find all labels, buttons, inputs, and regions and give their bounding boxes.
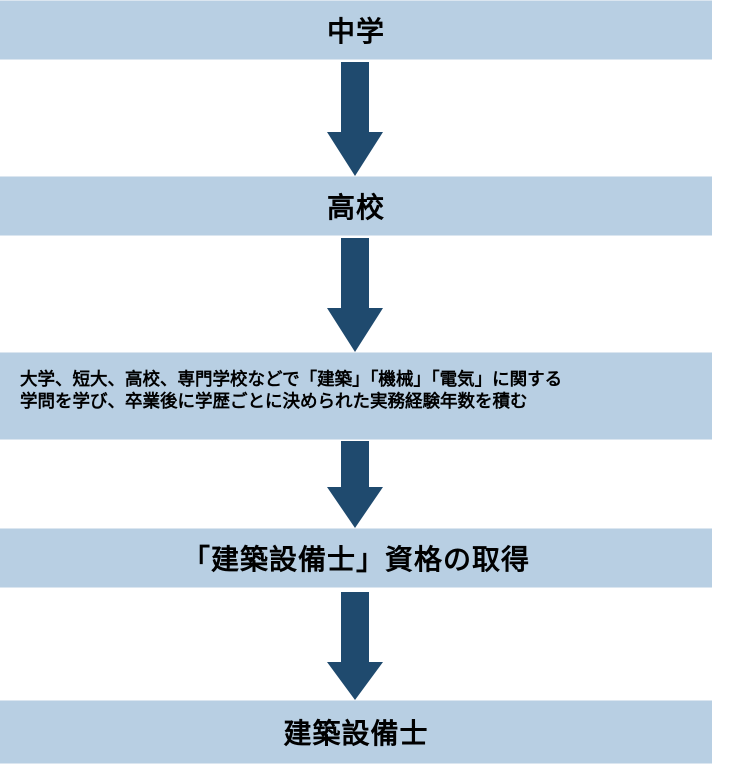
step-label: 中学 <box>326 15 385 48</box>
down-arrow-icon <box>327 592 383 700</box>
down-arrow-icon <box>327 238 383 352</box>
step-label: 高校 <box>326 191 385 224</box>
step-education-experience: 大学、短大、高校、専門学校などで「建築」「機械」「電気」に関する 学問を学び、卒… <box>0 352 712 440</box>
step-building-equipment-engineer: 建築設備士 <box>0 700 712 764</box>
down-arrow-icon <box>327 441 383 528</box>
step-high-school: 高校 <box>0 176 712 236</box>
step-label-line2: 学問を学び、卒業後に学歴ごとに決められた実務経験年数を積む <box>20 392 528 412</box>
step-label-line1: 大学、短大、高校、専門学校などで「建築」「機械」「電気」に関する <box>20 370 563 390</box>
down-arrow-icon <box>327 62 383 176</box>
step-junior-high: 中学 <box>0 0 712 60</box>
step-label: 建築設備士 <box>283 717 429 750</box>
step-label: 「建築設備士」資格の取得 <box>181 543 530 576</box>
step-qualification: 「建築設備士」資格の取得 <box>0 528 712 588</box>
